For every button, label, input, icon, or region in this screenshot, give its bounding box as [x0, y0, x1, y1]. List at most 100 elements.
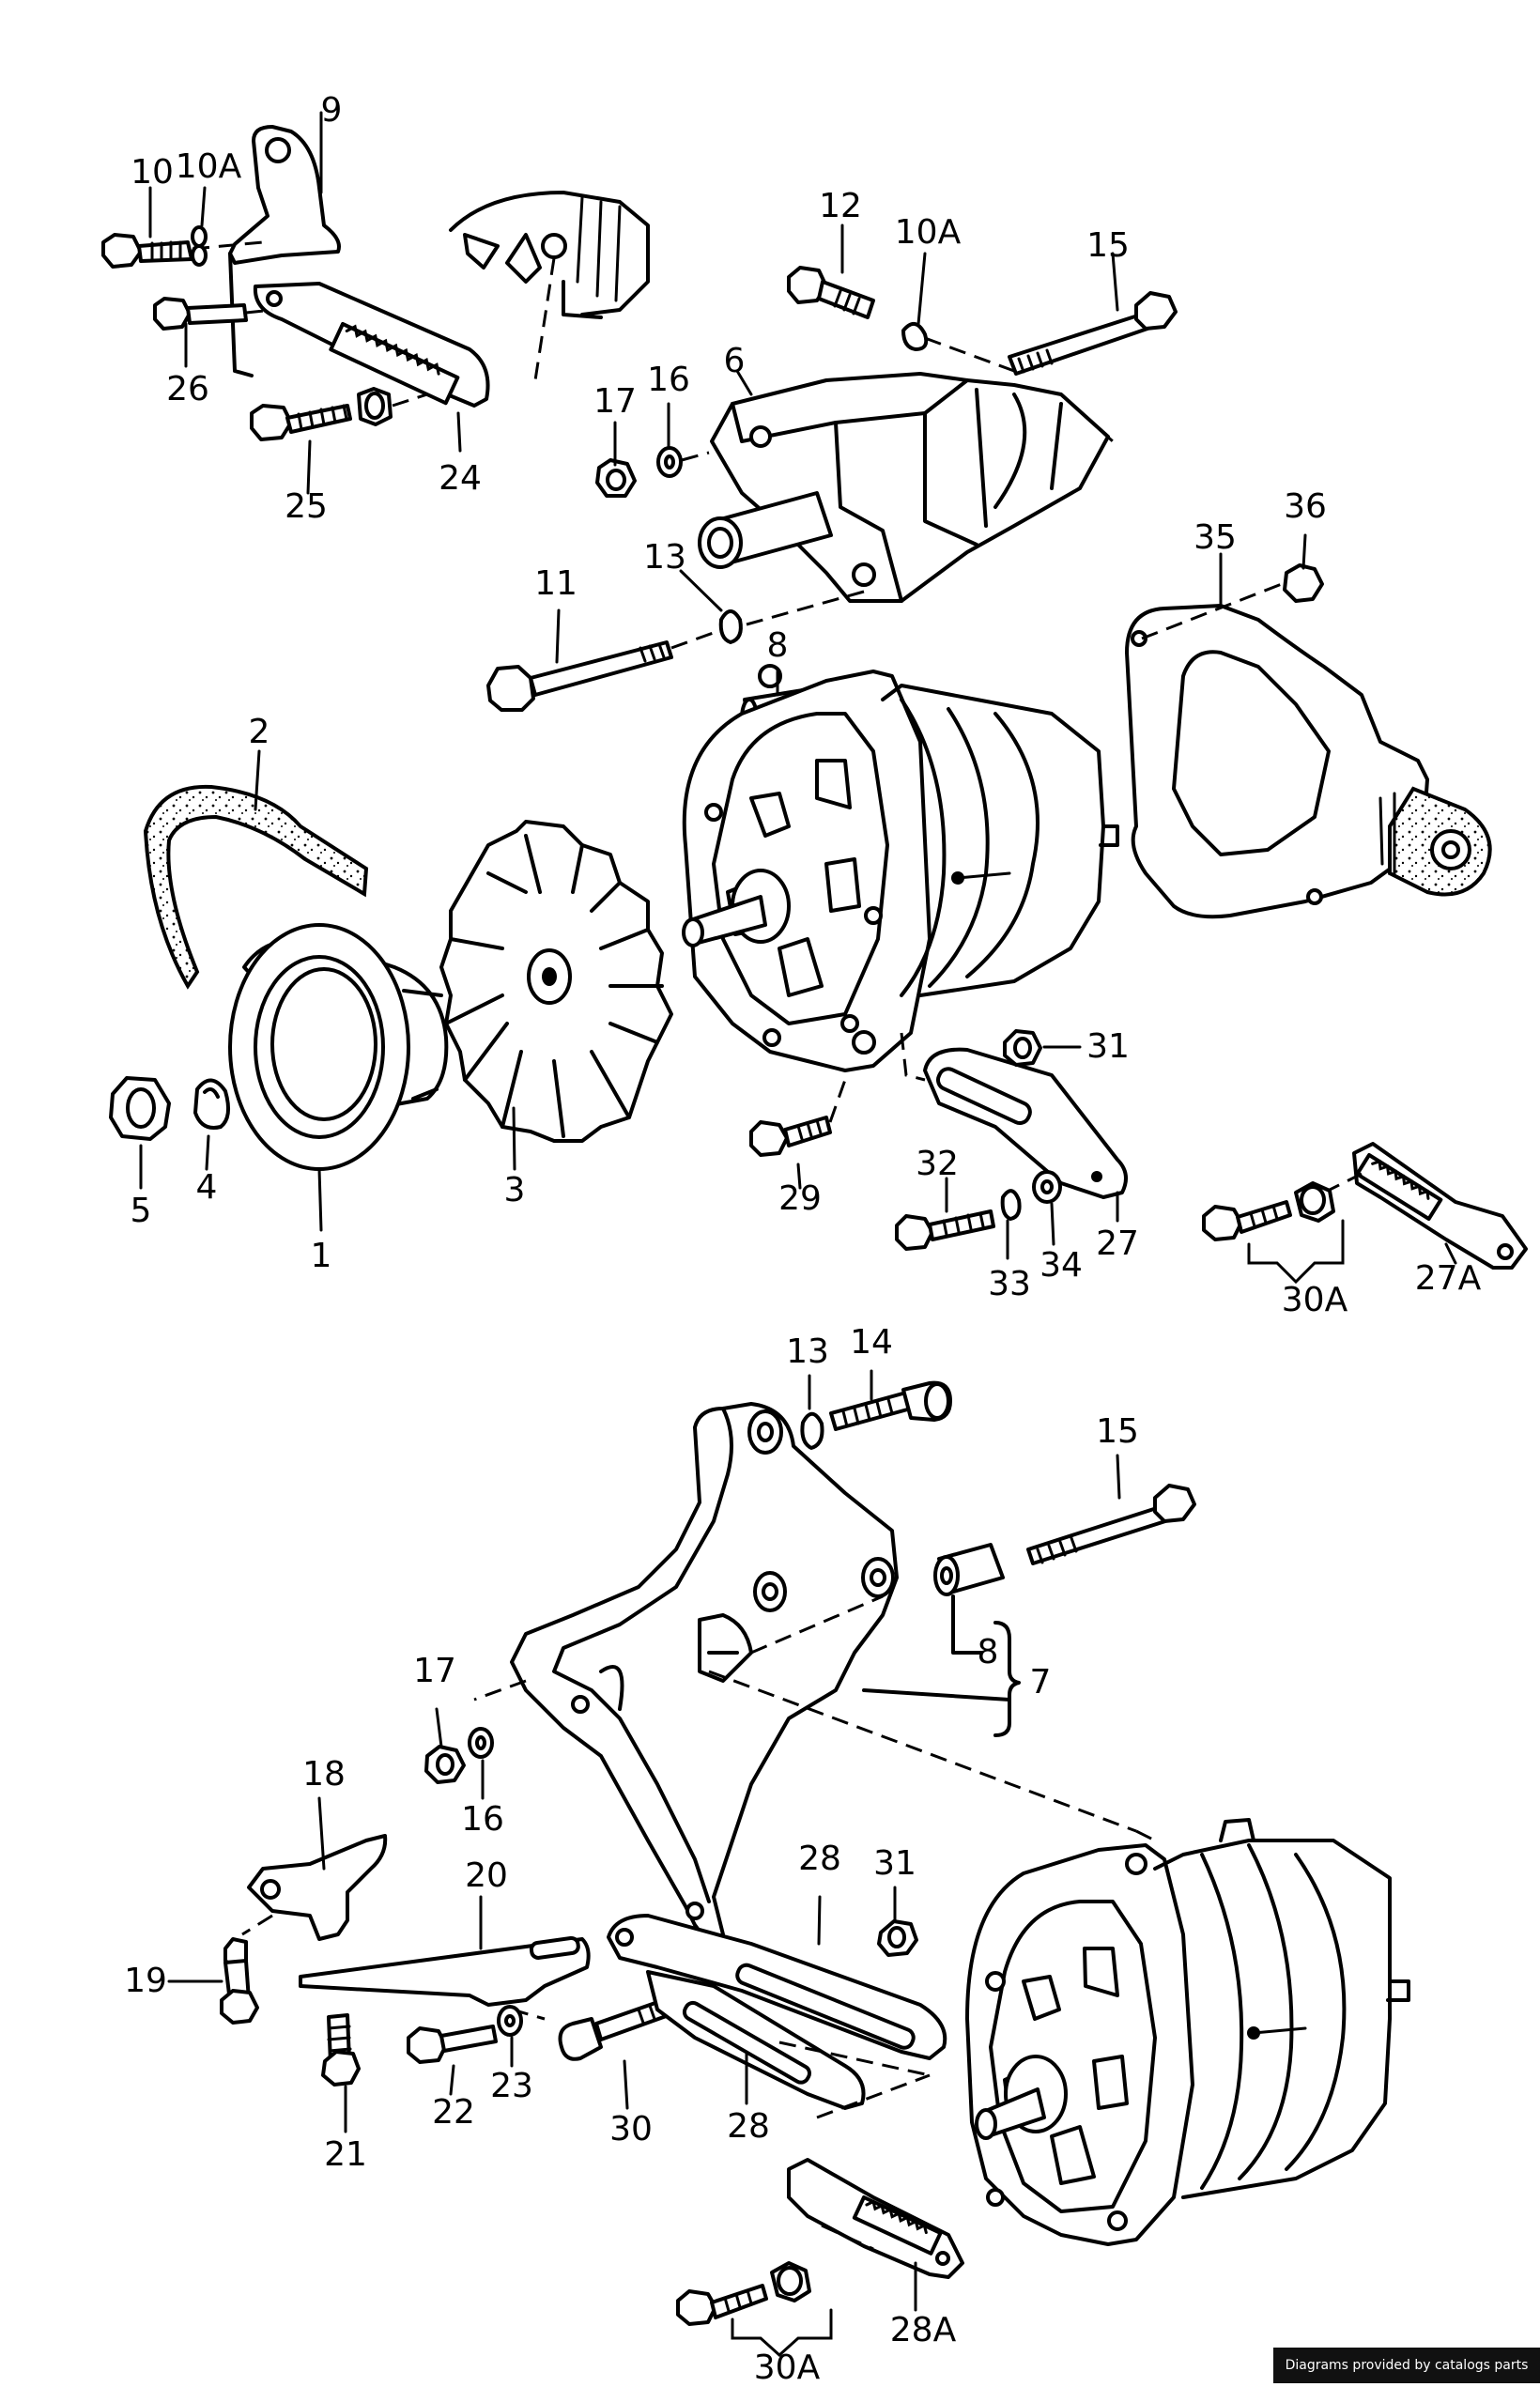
- callout-34: 34: [1040, 1246, 1083, 1285]
- part-35-mounting-ring: [1125, 580, 1492, 919]
- part-21-bolt: [321, 2013, 361, 2087]
- callout-14: 14: [850, 1323, 893, 1362]
- callout-30a: 30A: [1281, 1281, 1348, 1319]
- callout-23: 23: [490, 2067, 533, 2105]
- part-23-washer: [497, 2005, 523, 2037]
- callout-27a: 27A: [1414, 1259, 1482, 1298]
- part-25-screw: [250, 387, 428, 441]
- callout-6: 6: [723, 342, 746, 380]
- callout-21: 21: [324, 2135, 367, 2174]
- callout-20: 20: [465, 1856, 508, 1895]
- part-30a-screw-and-nut-top: [1202, 1181, 1335, 1241]
- callout-11: 11: [534, 564, 578, 603]
- callout-22: 22: [432, 2093, 475, 2132]
- callout-32: 32: [916, 1145, 959, 1183]
- part-5-nut: [109, 1076, 171, 1141]
- callout-25: 25: [285, 487, 328, 526]
- callout-8: 8: [766, 626, 789, 665]
- callout-8-lower: 8: [977, 1633, 999, 1671]
- part-33-lock-washer: [1000, 1189, 1022, 1221]
- part-9-bracket: [228, 125, 341, 377]
- part-13-lock-washer-bottom: [800, 1411, 824, 1450]
- part-2-v-belt: [143, 784, 369, 990]
- part-20-strap: [299, 1935, 591, 2021]
- part-17-nut-bottom: [424, 1745, 466, 1784]
- callout-27: 27: [1096, 1224, 1139, 1263]
- callout-31: 31: [1086, 1027, 1130, 1066]
- part-28-lower-strap: [646, 1970, 931, 2119]
- callout-5: 5: [130, 1192, 152, 1230]
- callout-35: 35: [1194, 518, 1237, 557]
- callout-9: 9: [320, 91, 343, 130]
- part-1-pulley: [228, 923, 449, 1171]
- part-15-long-bolt-bottom: [1026, 1484, 1196, 1565]
- callout-26: 26: [166, 370, 209, 408]
- callout-19: 19: [124, 1962, 167, 2000]
- callout-31-lower: 31: [873, 1844, 916, 1883]
- callout-15: 15: [1086, 226, 1130, 265]
- callout-4: 4: [195, 1168, 218, 1207]
- callout-10a-right: 10A: [894, 213, 962, 252]
- part-36-nut: [1283, 563, 1324, 603]
- part-4-washer: [193, 1078, 231, 1130]
- callout-36: 36: [1284, 487, 1327, 526]
- part-16-washer-top: [656, 446, 710, 478]
- part-26-bolt: [153, 297, 273, 331]
- callout-13: 13: [643, 538, 686, 577]
- part-15-long-bolt: [1008, 291, 1178, 376]
- part-lower-mounting-bracket: [473, 1402, 1156, 1946]
- part-11-long-bolt: [486, 590, 865, 712]
- part-13-lock-washer-top: [718, 609, 743, 644]
- callout-29: 29: [778, 1179, 822, 1218]
- leader-lines: [139, 111, 1457, 2358]
- part-6-mounting-bracket: [698, 372, 1115, 603]
- callout-16-lower: 16: [461, 1800, 504, 1839]
- callout-2: 2: [248, 713, 270, 751]
- part-24-adjusting-bracket: [253, 282, 490, 408]
- footer-credit: Diagrams provided by catalogs parts: [1273, 2348, 1540, 2383]
- part-18-small-bracket: [241, 1834, 388, 1941]
- part-29-bolt: [749, 1079, 847, 1157]
- part-12-bolt: [787, 266, 875, 319]
- part-16-washer-bottom: [468, 1727, 494, 1759]
- callout-30: 30: [609, 2110, 653, 2148]
- part-28a-slotted-bracket: [787, 2158, 964, 2279]
- part-3-fan: [439, 820, 673, 1143]
- alternator-upper: [682, 664, 1119, 1072]
- callout-12: 12: [819, 187, 862, 225]
- callout-18: 18: [302, 1755, 346, 1794]
- callout-13-lower: 13: [786, 1332, 829, 1371]
- part-31-nut-top: [1003, 1029, 1042, 1067]
- part-14-bolt: [829, 1380, 952, 1431]
- callout-28-upper: 28: [798, 1840, 841, 1878]
- callout-10a: 10A: [175, 147, 242, 186]
- part-10a-lock-washer-right: [901, 322, 1015, 373]
- callout-28a: 28A: [889, 2311, 957, 2349]
- part-8-spacer-bottom: [933, 1543, 1005, 1596]
- alternator-lower: [965, 1818, 1410, 2246]
- part-31-nut-bottom: [877, 1919, 918, 1957]
- callout-24: 24: [439, 459, 482, 498]
- part-34-washer: [1032, 1170, 1062, 1204]
- callout-28-lower: 28: [727, 2107, 770, 2146]
- callout-30a-lower: 30A: [753, 2348, 821, 2387]
- callout-17-lower: 17: [413, 1652, 456, 1690]
- callout-3: 3: [503, 1171, 526, 1209]
- part-19-screw: [220, 1937, 259, 2025]
- part-10a-lock-washer: [191, 225, 208, 267]
- engine-block-fragment: [449, 191, 650, 381]
- part-30a-screw-and-nut-bottom: [676, 2261, 811, 2326]
- callout-15-lower: 15: [1096, 1412, 1139, 1451]
- part-28-upper-strap: [607, 1914, 947, 2060]
- callout-7: 7: [1029, 1663, 1052, 1702]
- callout-17: 17: [593, 382, 637, 421]
- part-17-nut-top: [595, 458, 637, 498]
- callout-16: 16: [647, 361, 690, 399]
- callout-33: 33: [988, 1265, 1031, 1303]
- part-27-adjusting-strap: [900, 1032, 1128, 1199]
- part-32-bolt: [895, 1209, 995, 1251]
- callout-10: 10: [131, 153, 174, 192]
- part-27a-slotted-bracket: [1323, 1142, 1528, 1270]
